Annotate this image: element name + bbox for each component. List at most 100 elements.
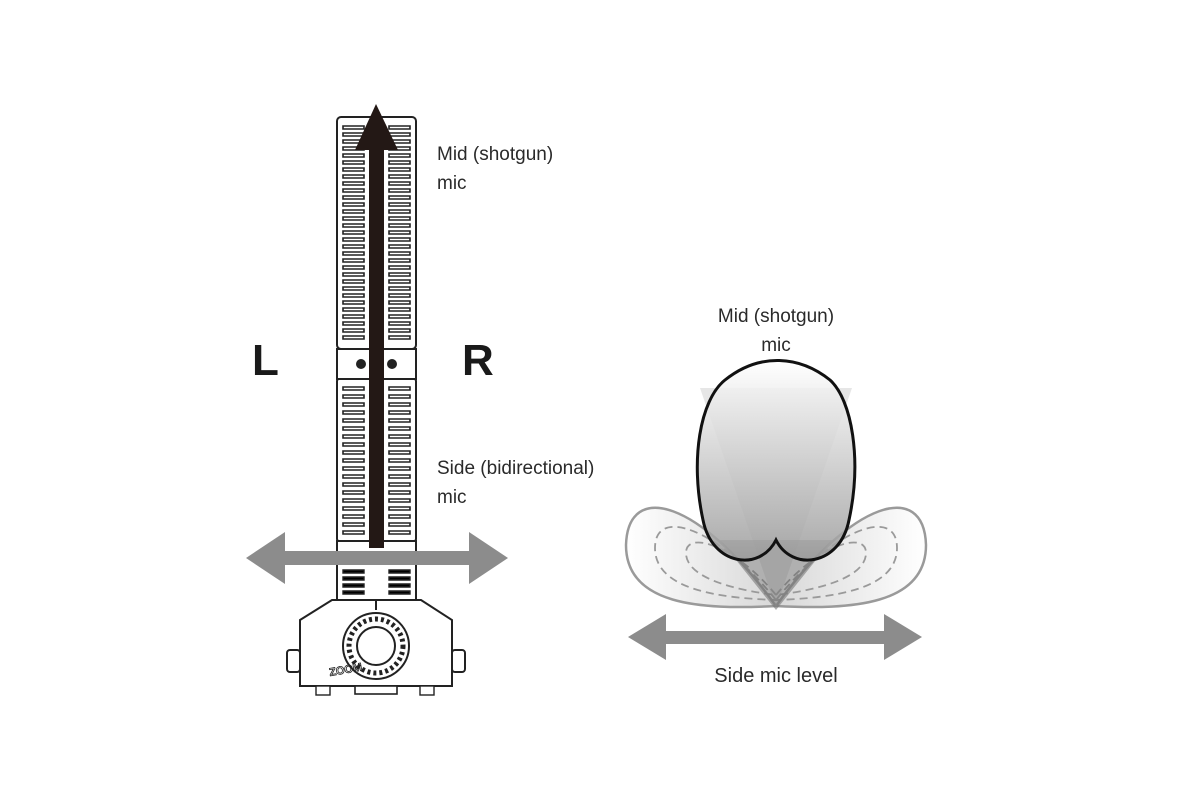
grille-slot xyxy=(342,583,365,588)
grille-slot xyxy=(388,328,411,333)
mid-mic-label: Mid (shotgun) mic xyxy=(437,140,553,198)
grille-slot xyxy=(388,279,411,284)
grille-slot xyxy=(388,394,411,399)
grille-slot xyxy=(342,498,365,503)
grille-slot xyxy=(342,450,365,455)
polar-mid-label-line1: Mid (shotgun) xyxy=(717,306,835,327)
grille-slot xyxy=(388,442,411,447)
grille-slot xyxy=(342,386,365,391)
grille-slot xyxy=(388,402,411,407)
grille-slot xyxy=(388,216,411,221)
side-direction-arrow xyxy=(246,532,508,584)
grille-slot xyxy=(388,272,411,277)
grille-slot xyxy=(388,490,411,495)
grille-slot xyxy=(388,590,411,595)
grille-slot xyxy=(342,216,365,221)
grille-slot xyxy=(388,576,411,581)
grille-slot xyxy=(342,466,365,471)
microphone-illustration: ZOOM xyxy=(286,116,466,696)
grille-slot xyxy=(388,458,411,463)
grille-slot xyxy=(342,426,365,431)
grille-slot xyxy=(342,251,365,256)
grille-slot xyxy=(342,402,365,407)
mid-mic-label-line2: mic xyxy=(437,173,467,194)
grille-slot xyxy=(342,482,365,487)
grille-slot xyxy=(388,307,411,312)
grille-slot xyxy=(388,181,411,186)
grille-slot xyxy=(388,522,411,527)
grille-slot xyxy=(388,506,411,511)
grille-slot xyxy=(342,314,365,319)
grille-slot xyxy=(388,209,411,214)
grille-slot xyxy=(342,328,365,333)
left-channel-label: L xyxy=(252,336,279,385)
grille-slot xyxy=(342,293,365,298)
grille-slot xyxy=(342,590,365,595)
grille-slot xyxy=(342,279,365,284)
grille-slot xyxy=(388,300,411,305)
grille-slot xyxy=(342,202,365,207)
grille-slot xyxy=(342,490,365,495)
mid-mic-label-line1: Mid (shotgun) xyxy=(437,144,554,165)
grille-slot xyxy=(388,482,411,487)
side-mic-label: Side (bidirectional) mic xyxy=(437,454,594,512)
grille-slot xyxy=(342,335,365,340)
grille-slot xyxy=(388,230,411,235)
grille-slot xyxy=(342,522,365,527)
grille-slot xyxy=(388,474,411,479)
grille-slot xyxy=(342,569,365,574)
grille-slot xyxy=(388,167,411,172)
grille-slot xyxy=(342,174,365,179)
grille-slot xyxy=(388,293,411,298)
grille-slot xyxy=(388,583,411,588)
grille-slot xyxy=(342,506,365,511)
grille-slot xyxy=(342,474,365,479)
grille-slot xyxy=(388,335,411,340)
grille-slot xyxy=(342,160,365,165)
polar-pattern xyxy=(624,359,928,610)
grille-slot xyxy=(342,321,365,326)
grille-slot xyxy=(342,272,365,277)
grille-slot xyxy=(388,174,411,179)
grille-slot xyxy=(388,237,411,242)
grille-slot xyxy=(342,125,365,130)
grille-slot xyxy=(342,258,365,263)
grille-slot xyxy=(388,153,411,158)
grille-slot xyxy=(388,160,411,165)
grille-slot xyxy=(388,418,411,423)
mid-direction-arrow xyxy=(355,104,398,548)
grille-slot xyxy=(388,265,411,270)
grille-slot xyxy=(342,530,365,535)
grille-slot xyxy=(388,530,411,535)
polar-mid-label-line2: mic xyxy=(761,335,791,356)
grille-slot xyxy=(342,265,365,270)
grille-slot xyxy=(388,498,411,503)
grille-slot xyxy=(342,167,365,172)
grille-slot xyxy=(388,426,411,431)
side-mic-level-arrow xyxy=(628,614,922,660)
grille-slot xyxy=(342,181,365,186)
right-channel-label: R xyxy=(462,336,494,385)
grille-slot xyxy=(342,153,365,158)
grille-slot xyxy=(342,244,365,249)
grille-slot xyxy=(388,258,411,263)
grille-slot xyxy=(342,237,365,242)
grille-slot xyxy=(388,125,411,130)
grille-slot xyxy=(388,569,411,574)
grille-slot xyxy=(388,188,411,193)
mic-switch-left xyxy=(356,359,366,369)
grille-slot xyxy=(388,321,411,326)
grille-slot xyxy=(388,223,411,228)
mid-cardioid-lobe xyxy=(695,359,857,562)
grille-slot xyxy=(388,202,411,207)
grille-slot xyxy=(342,418,365,423)
grille-slot xyxy=(342,442,365,447)
side-mic-label-line1: Side (bidirectional) xyxy=(437,458,595,479)
mic-grille-slots-lower xyxy=(342,386,411,535)
grille-slot xyxy=(342,195,365,200)
mic-grille-slots-upper xyxy=(342,125,411,340)
grille-slot xyxy=(342,209,365,214)
grille-slot xyxy=(342,514,365,519)
grille-slot xyxy=(342,307,365,312)
